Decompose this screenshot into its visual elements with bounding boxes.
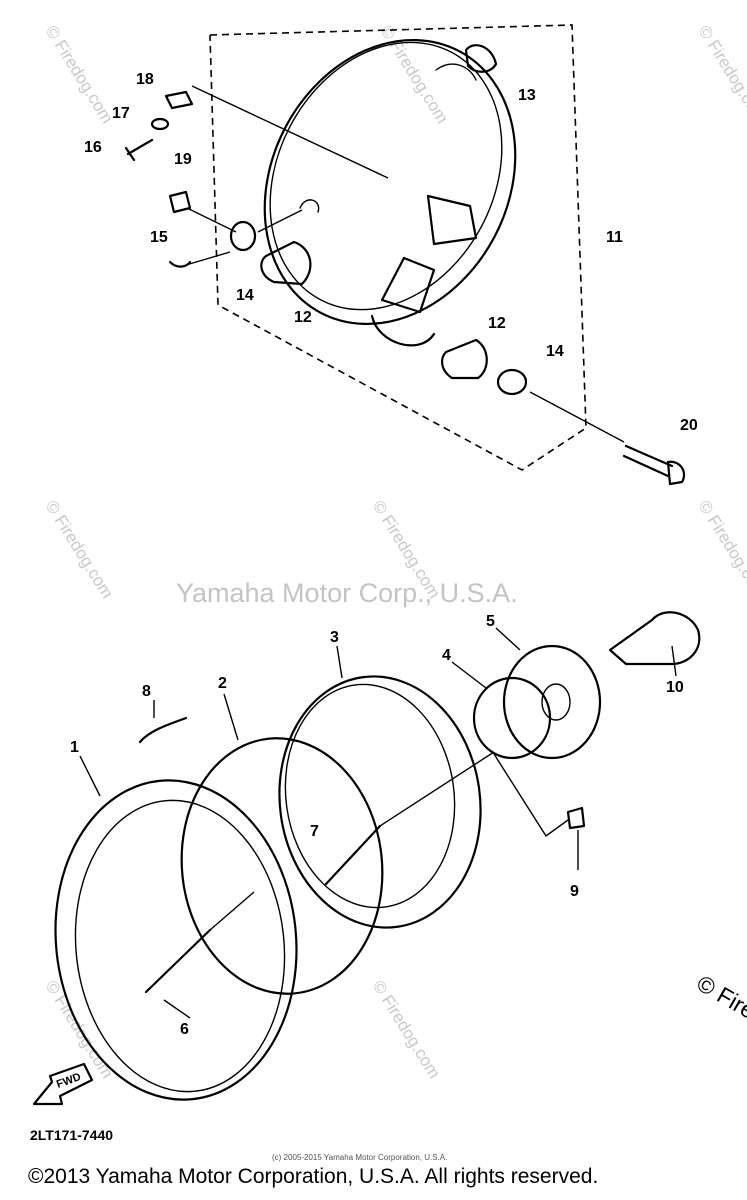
fwd-arrow-icon: [32, 1062, 94, 1106]
part-number-3: 3: [330, 629, 339, 646]
leader-line: [79, 755, 101, 797]
collar-12-left: [260, 240, 312, 286]
leader-line: [186, 207, 237, 233]
leader-line: [529, 391, 625, 443]
site-watermark: © Firedog.com: [377, 22, 452, 127]
fitting-9: [566, 806, 586, 830]
site-watermark: © Firedog.com: [42, 497, 117, 602]
headlight-case: [263, 38, 517, 326]
part-number-14a: 14: [236, 287, 254, 304]
screw-16: [124, 138, 154, 162]
site-watermark: © Firedog.com: [42, 22, 117, 127]
diagram-code: 2LT171-7440: [30, 1127, 113, 1143]
part-number-18: 18: [136, 71, 154, 88]
part-numbers: 18 17 16 19 15 14 12 13 11 12 14 20 3 5 …: [70, 71, 698, 1038]
adjusting-screw: [144, 928, 212, 994]
leader-line: [451, 661, 487, 689]
adjusting-spring: [324, 824, 382, 886]
site-watermark: © Firedog.com: [695, 497, 747, 602]
edge-watermark: © Fire: [693, 970, 747, 1024]
lens-unit: [278, 675, 482, 929]
case-top-tab: [435, 63, 477, 81]
bulb: [608, 611, 701, 666]
part-number-7: 7: [310, 823, 319, 840]
collar-12-right: [440, 338, 488, 380]
headlight-case-assembly: [124, 24, 686, 486]
assembly-boundary: [209, 24, 587, 471]
headlight-rim-inner: [74, 799, 286, 1093]
headlight-case-rim: [269, 41, 503, 311]
leader-line: [336, 645, 343, 679]
leader-line: [257, 209, 303, 233]
part-number-14b: 14: [546, 343, 564, 360]
part-number-6: 6: [180, 1021, 189, 1038]
leader-line: [209, 891, 255, 931]
case-side-hole: [299, 199, 320, 213]
part-number-13: 13: [518, 87, 536, 104]
bolt-20: [622, 444, 686, 486]
nut-19: [168, 190, 192, 214]
part-number-17: 17: [112, 105, 130, 122]
mounting-ring: [180, 737, 384, 995]
cap-13: [464, 44, 498, 73]
bulb-socket: [472, 676, 552, 760]
part-number-5: 5: [486, 613, 495, 630]
leader-line: [163, 999, 191, 1019]
headlight-unit-assembly: FWD: [32, 611, 701, 1106]
leader-line: [495, 627, 521, 651]
case-window: [380, 256, 436, 314]
part-number-2: 2: [218, 675, 227, 692]
part-number-16: 16: [84, 139, 102, 156]
lens-unit-face: [284, 683, 456, 909]
part-number-15: 15: [150, 229, 168, 246]
center-watermark: Yamaha Motor Corp., U.S.A.: [176, 578, 518, 608]
watermark-group: © Firedog.com © Firedog.com © Firedog.co…: [42, 22, 747, 1082]
copyright-notice: ©2013 Yamaha Motor Corporation, U.S.A. A…: [28, 1165, 599, 1188]
part-number-11: 11: [606, 229, 623, 246]
part-number-8: 8: [142, 683, 151, 700]
part-number-9: 9: [570, 883, 579, 900]
part-number-10: 10: [666, 679, 684, 696]
part-number-4: 4: [442, 647, 451, 664]
grommet-14-right: [496, 368, 528, 396]
leader-line: [191, 85, 389, 179]
part-number-12a: 12: [294, 309, 312, 326]
site-watermark: © Firedog.com: [695, 22, 747, 127]
leader-line: [379, 751, 495, 827]
part-number-12b: 12: [488, 315, 506, 332]
clip-8: [138, 716, 188, 744]
leader-line: [185, 251, 231, 266]
socket-cover-hole: [541, 683, 571, 721]
grommet-14-left: [229, 220, 257, 252]
part-number-20: 20: [680, 417, 698, 434]
headlight-rim: [54, 779, 298, 1101]
washer-17: [150, 117, 170, 131]
damper-18: [164, 90, 194, 110]
site-watermark: © Firedog.com: [369, 977, 444, 1082]
leader-line: [223, 693, 239, 741]
socket-cover: [502, 644, 602, 760]
leader-line: [493, 753, 569, 838]
small-credit: (c) 2005-2015 Yamaha Motor Corporation, …: [272, 1153, 447, 1162]
clip-15: [168, 260, 192, 268]
case-window: [426, 194, 478, 246]
part-number-19: 19: [174, 151, 192, 168]
leader-line: [671, 645, 677, 677]
case-lower-tab: [370, 314, 436, 347]
part-number-1: 1: [70, 739, 79, 756]
